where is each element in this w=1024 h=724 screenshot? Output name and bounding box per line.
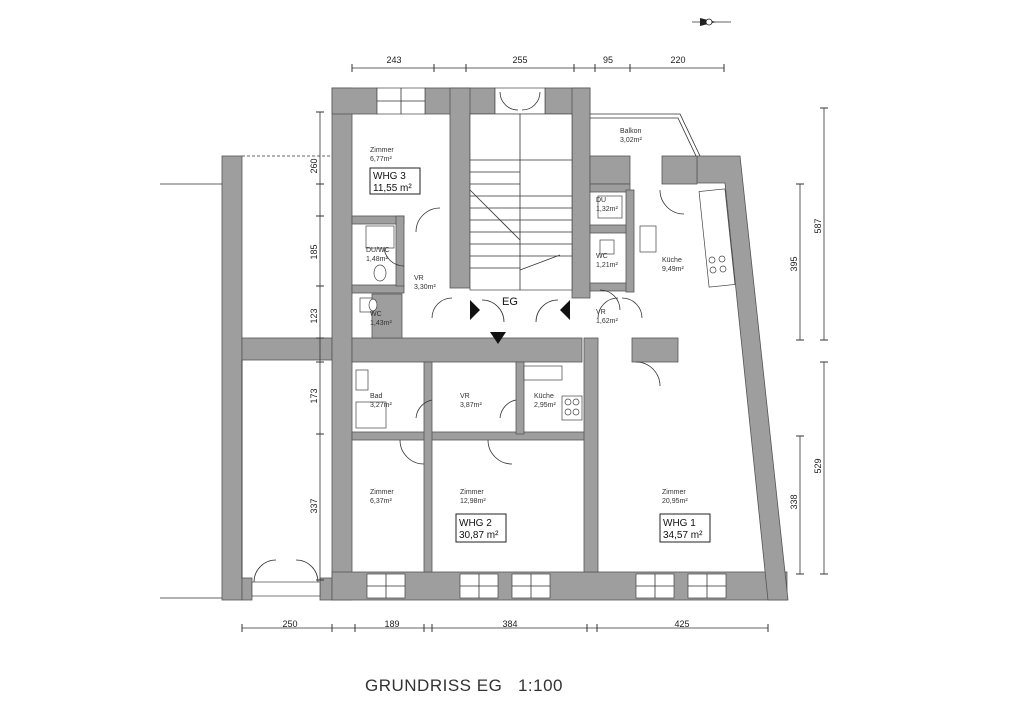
dimension-label: 425 — [674, 619, 689, 629]
dimension-label: 587 — [813, 218, 823, 233]
dimension-label: 250 — [282, 619, 297, 629]
room-name: VR — [414, 275, 424, 282]
room-name: Zimmer — [460, 489, 484, 496]
exterior-walls — [331, 87, 789, 601]
staircase — [469, 113, 573, 291]
dimension-label: 395 — [789, 256, 799, 271]
room-name: Zimmer — [370, 147, 394, 154]
apartment-whg3: WHG 3 11,55 m² — [369, 167, 421, 195]
room-area: 9,49m² — [662, 266, 684, 273]
room-area: 1,62m² — [596, 318, 618, 325]
apartment-label: WHG 2 — [459, 518, 492, 529]
room-name: Küche — [534, 393, 554, 400]
interior-walls — [351, 183, 679, 573]
dimension-bottom: 250 189 384 425 — [241, 619, 769, 632]
dimension-label: 123 — [309, 308, 319, 323]
room-area: 2,95m² — [534, 402, 556, 409]
room-name: VR — [596, 309, 606, 316]
room-name: DU — [596, 197, 606, 204]
dimension-label: 185 — [309, 244, 319, 259]
dimension-label: 95 — [603, 55, 613, 65]
room-area: 6,77m² — [370, 156, 392, 163]
room-area: 1,21m² — [596, 262, 618, 269]
balcony — [590, 113, 701, 157]
dimension-label: 338 — [789, 494, 799, 509]
north-arrow-icon — [692, 18, 731, 26]
floor-label: EG — [502, 296, 518, 308]
apartment-whg1: WHG 1 34,57 m² — [659, 513, 711, 543]
room-area: 20,95m² — [662, 498, 688, 505]
dimension-label: 255 — [512, 55, 527, 65]
plan-title: GRUNDRISS EG 1:100 — [365, 676, 564, 695]
apartment-label: WHG 3 — [373, 171, 406, 182]
room-area: 12,98m² — [460, 498, 486, 505]
dimension-left: 260 185 123 173 337 — [309, 111, 324, 581]
dimension-label: 220 — [670, 55, 685, 65]
dimension-label: 384 — [502, 619, 517, 629]
room-name: Balkon — [620, 128, 642, 135]
room-area: 3,27m² — [370, 402, 392, 409]
room-area: 3,30m² — [414, 284, 436, 291]
room-name: Zimmer — [662, 489, 686, 496]
dimension-label: 337 — [309, 498, 319, 513]
left-wing — [160, 155, 333, 601]
dimension-top: 243 255 95 220 — [351, 55, 725, 72]
dimension-right: 395 338 587 529 — [789, 107, 828, 575]
room-area: 1,48m² — [366, 256, 388, 263]
room-labels: Zimmer 6,77m² Balkon 3,02m² DU 1,32m² DU… — [366, 128, 688, 505]
dimension-label: 173 — [309, 388, 319, 403]
room-name: DU/WC — [366, 247, 390, 254]
door-swings — [383, 189, 685, 465]
room-area: 1,32m² — [596, 206, 618, 213]
apartment-label: WHG 1 — [663, 518, 696, 529]
entry-doors — [431, 297, 643, 344]
apartment-area: 11,55 m² — [373, 183, 412, 194]
room-name: VR — [460, 393, 470, 400]
apartment-area: 34,57 m² — [663, 530, 703, 541]
fixtures — [355, 188, 736, 429]
room-name: WC — [370, 311, 382, 318]
room-name: WC — [596, 253, 608, 260]
room-name: Zimmer — [370, 489, 394, 496]
room-area: 1,43m² — [370, 320, 392, 327]
room-area: 3,02m² — [620, 137, 642, 144]
dimension-label: 243 — [386, 55, 401, 65]
room-name: Küche — [662, 257, 682, 264]
dimension-label: 189 — [384, 619, 399, 629]
dimension-label: 260 — [309, 158, 319, 173]
room-area: 3,87m² — [460, 402, 482, 409]
apartment-whg2: WHG 2 30,87 m² — [455, 513, 507, 543]
room-name: Bad — [370, 393, 383, 400]
room-area: 6,37m² — [370, 498, 392, 505]
apartment-area: 30,87 m² — [459, 530, 499, 541]
dimension-label: 529 — [813, 458, 823, 473]
